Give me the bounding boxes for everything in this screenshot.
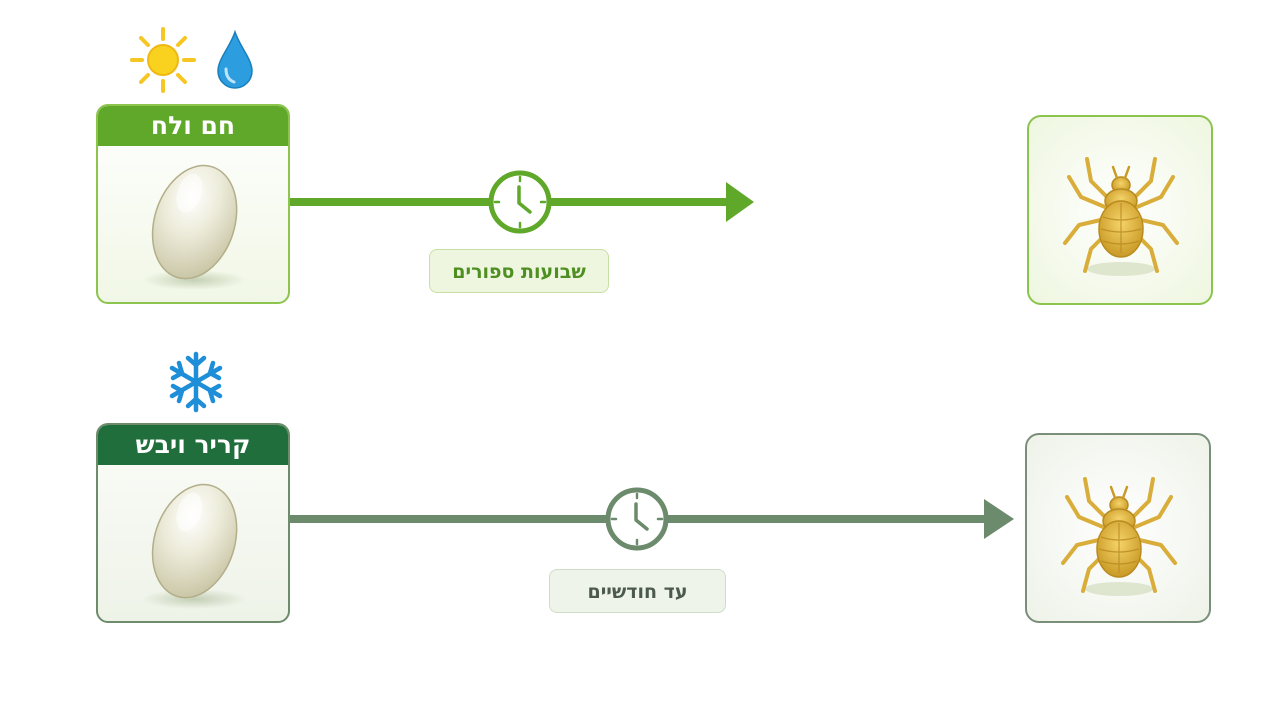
mite-card: [1027, 115, 1213, 305]
egg-icon: [98, 465, 288, 621]
egg-card: קריר ויבש: [96, 423, 290, 623]
mite-card: [1025, 433, 1211, 623]
weather-icons: [128, 25, 268, 95]
clock-icon: [605, 487, 669, 551]
duration-label: שבועות ספורים: [429, 249, 609, 293]
development-arrow: [290, 170, 754, 234]
mite-icon: [1061, 477, 1177, 598]
weather-icons: [164, 350, 228, 418]
sun-icon: [128, 25, 198, 99]
snowflake-icon: [164, 351, 228, 418]
condition-label: חם ולח: [98, 106, 288, 146]
condition-label: קריר ויבש: [98, 425, 288, 465]
water-drop-icon: [214, 29, 256, 95]
warm-humid-row: חם ולח שבועות ספורים: [96, 25, 1213, 305]
clock-icon: [488, 170, 552, 234]
duration-label: עד חודשיים: [549, 569, 726, 613]
egg-card: חם ולח: [96, 104, 290, 304]
development-arrow: [290, 487, 1014, 551]
egg-icon: [98, 146, 288, 302]
